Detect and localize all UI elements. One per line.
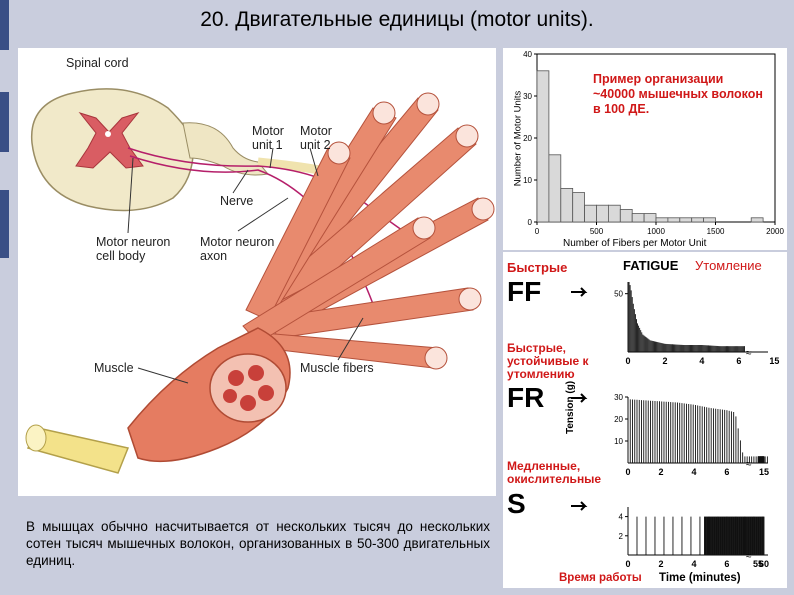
label-nerve: Nerve <box>220 194 254 208</box>
tension-trace <box>627 282 745 352</box>
x-tick-label: 4 <box>699 356 704 366</box>
x-tick-label: 6 <box>724 559 729 569</box>
fatigue-header-ru: Утомление <box>695 258 762 273</box>
histogram-bar <box>572 192 585 223</box>
y-tick-label: 20 <box>523 134 532 143</box>
motor-unit-1-axon <box>127 147 429 249</box>
x-tick-label: 15 <box>759 467 769 477</box>
histogram-bar <box>536 70 550 223</box>
x-tick-label: 15 <box>769 356 779 366</box>
x-tick-label: 60 <box>759 559 769 569</box>
x-tick-label: 6 <box>736 356 741 366</box>
y-tick-label: 20 <box>614 415 623 424</box>
diagram-illustration <box>25 88 495 474</box>
y-tick-label: 10 <box>614 437 623 446</box>
x-tick-label: 0 <box>625 356 630 366</box>
y-tick-label: 4 <box>619 513 624 522</box>
gray-matter <box>75 112 144 169</box>
axis-break-mark: ≈ <box>746 459 752 470</box>
y-tick-label: 2 <box>619 532 624 541</box>
x-tick-label: 1000 <box>647 227 665 236</box>
tendon-end <box>25 424 47 452</box>
y-tick-label: 30 <box>523 92 532 101</box>
s-desc: Медленные, окислительные <box>507 459 602 486</box>
y-tick-label: 40 <box>523 50 532 59</box>
x-tick-label: 1500 <box>707 227 725 236</box>
x-tick-label: 4 <box>691 467 696 477</box>
y-tick-label: 30 <box>614 393 623 402</box>
label-muscle: Muscle <box>94 361 134 375</box>
leader-lines <box>127 147 364 384</box>
label-motor-unit-2: Motor unit 2 <box>300 124 332 152</box>
time-xlabel-ru: Время работы <box>559 572 642 584</box>
muscle-cross-section <box>209 353 287 423</box>
x-tick-label: 2000 <box>766 227 784 236</box>
histogram-bar <box>619 208 633 223</box>
histogram-bar <box>631 213 645 223</box>
axis-break-mark: ≈ <box>746 551 752 562</box>
histogram-bar <box>596 204 609 223</box>
arrow-icon <box>571 501 588 511</box>
x-tick-label: 2 <box>658 467 663 477</box>
histogram-bar <box>548 154 562 223</box>
histogram-bar <box>655 217 669 223</box>
histogram-bar <box>584 204 597 223</box>
s-code: S <box>507 488 526 519</box>
fr-code: FR <box>507 382 545 413</box>
left-accent-bar <box>0 0 9 50</box>
histogram-bar <box>643 213 657 223</box>
histogram-ylabel: Number of Motor Units <box>512 90 524 187</box>
histogram-bar <box>750 217 764 223</box>
x-tick-label: 2 <box>662 356 667 366</box>
ff-desc: Быстрые <box>507 260 568 275</box>
caption-text: В мышцах обычно насчитывается от несколь… <box>26 519 490 568</box>
arrow-icon <box>571 287 588 297</box>
left-accent-bar <box>0 190 9 258</box>
muscle-fibers <box>242 97 489 369</box>
left-accent-bar <box>0 92 9 152</box>
y-tick-label: 10 <box>523 176 532 185</box>
fascicles <box>223 365 274 411</box>
y-tick-label: 50 <box>614 290 623 299</box>
tension-ylabel: Tension (g) <box>565 380 576 434</box>
motor-unit-histogram: 0 10 20 30 40 0 500 1000 1500 2000 Пример организ… <box>503 48 787 250</box>
label-motor-neuron-axon: Motor neuron axon <box>200 235 275 263</box>
histogram-bar <box>703 217 716 223</box>
x-tick-label: 0 <box>625 467 630 477</box>
x-tick-label: 500 <box>590 227 604 236</box>
x-tick-label: 4 <box>691 559 696 569</box>
y-tick-label: 0 <box>528 218 533 227</box>
x-tick-label: 0 <box>625 559 630 569</box>
label-muscle-fibers: Muscle fibers <box>300 361 374 375</box>
tension-trace <box>627 399 768 463</box>
x-tick-label: 55 <box>753 559 763 569</box>
histogram-note: Пример организации ~40000 мышечных волок… <box>593 72 763 116</box>
histogram-bar <box>560 187 574 223</box>
fr-desc: Быстрые, устойчивые к утомлению <box>507 341 589 381</box>
histogram-bar <box>691 217 704 223</box>
label-spinal-cord: Spinal cord <box>66 56 129 70</box>
time-xlabel: Time (minutes) <box>659 572 741 584</box>
slide-title: 20. Двигательные единицы (motor units). <box>200 8 594 31</box>
histogram-xlabel: Number of Fibers per Motor Unit <box>563 238 707 249</box>
x-tick-label: 6 <box>724 467 729 477</box>
histogram-bar <box>679 217 693 223</box>
fatigue-header: FATIGUE <box>623 258 679 273</box>
label-motor-neuron-cell-body: Motor neuron cell body <box>96 235 171 263</box>
tension-trace <box>627 516 765 555</box>
arrow-icon <box>571 393 588 403</box>
x-tick-label: 0 <box>535 227 540 236</box>
label-motor-unit-1: Motor unit 1 <box>252 124 284 152</box>
motor-unit-diagram: Spinal cord Motor unit 1 Motor unit 2 Ne… <box>18 48 496 496</box>
histogram-chart: 0 10 20 30 40 0 500 1000 1500 2000 <box>523 50 784 236</box>
central-canal <box>105 131 111 137</box>
histogram-bar <box>667 217 681 223</box>
ff-code: FF <box>507 276 542 307</box>
axis-break-mark: ≈ <box>746 348 752 359</box>
x-tick-label: 2 <box>658 559 663 569</box>
histogram-bar <box>608 204 621 223</box>
fiber-cross-sections <box>327 92 495 370</box>
